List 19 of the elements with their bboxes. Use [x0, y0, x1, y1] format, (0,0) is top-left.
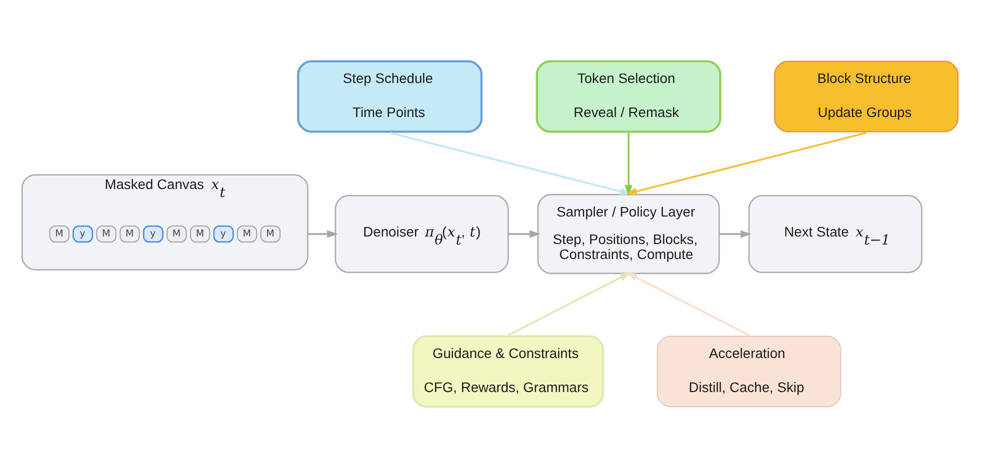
node-box: y [72, 224, 94, 242]
node-box: M [49, 224, 70, 242]
node-box: M [260, 224, 281, 242]
node-box: M [236, 224, 258, 242]
node-box: M [190, 224, 210, 242]
node-box: y [213, 224, 234, 242]
node-box: M [96, 224, 116, 242]
arrow [624, 132, 632, 196]
node-box: M [120, 224, 140, 242]
arrow [308, 230, 338, 238]
node-box: Sampler / Policy Layer Step, Positions, Blocks, Constraints, Compute [537, 193, 720, 274]
arrow [508, 230, 540, 238]
arrow [390, 131, 632, 195]
node-box: M [166, 224, 187, 242]
arrow [626, 272, 750, 336]
node-box: y [142, 224, 164, 242]
arrow [719, 230, 752, 238]
arrow [626, 131, 866, 195]
arrow [508, 272, 631, 336]
